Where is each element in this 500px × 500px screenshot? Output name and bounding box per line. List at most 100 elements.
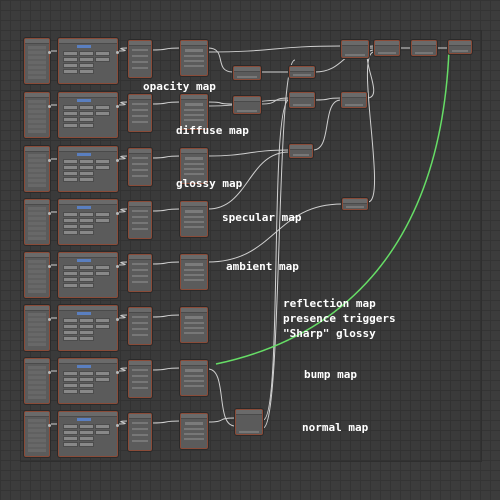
mix-node-11[interactable]: [448, 40, 472, 54]
link-mapping-shader[interactable]: [151, 261, 181, 265]
shader-type-dropdown[interactable]: [185, 422, 203, 425]
property-field[interactable]: [79, 123, 94, 128]
property-field[interactable]: [63, 123, 78, 128]
property-field[interactable]: [79, 436, 94, 441]
mix-node-5[interactable]: [289, 144, 313, 158]
node-link[interactable]: [207, 203, 343, 263]
property-field[interactable]: [63, 265, 78, 270]
shader-type-dropdown[interactable]: [185, 210, 203, 213]
mix-node-7-header[interactable]: [343, 199, 367, 204]
image-node-ambient-header[interactable]: [25, 253, 49, 258]
texture-node-specular-header[interactable]: [59, 200, 117, 205]
node-link[interactable]: [367, 51, 375, 203]
property-field[interactable]: [63, 430, 78, 435]
property-field[interactable]: [79, 383, 94, 388]
mix-node-5-header[interactable]: [290, 145, 312, 150]
property-field[interactable]: [79, 277, 94, 282]
property-field[interactable]: [95, 265, 110, 270]
property-field[interactable]: [63, 212, 78, 217]
image-node-diffuse-header[interactable]: [25, 93, 49, 98]
output-socket[interactable]: [48, 159, 51, 162]
mix-node-1-header[interactable]: [234, 67, 260, 72]
node-link[interactable]: [207, 47, 234, 73]
output-socket[interactable]: [116, 212, 119, 215]
mapping-node-bump[interactable]: [128, 360, 152, 398]
property-field[interactable]: [79, 377, 94, 382]
mix-node-10-header[interactable]: [412, 41, 436, 46]
property-field[interactable]: [63, 277, 78, 282]
image-node-normal[interactable]: [24, 411, 51, 457]
mode-selector[interactable]: [77, 99, 91, 102]
mapping-node-reflection-header[interactable]: [129, 308, 151, 313]
shader-node-diffuse[interactable]: [180, 94, 208, 130]
property-field[interactable]: [95, 318, 110, 323]
link-mapping-shader[interactable]: [151, 155, 181, 159]
mix-node-4[interactable]: [289, 92, 315, 108]
property-field[interactable]: [63, 271, 78, 276]
mix-node-3[interactable]: [289, 66, 315, 78]
mix-node-8[interactable]: [341, 40, 369, 58]
output-socket[interactable]: [116, 424, 119, 427]
mapping-node-diffuse-header[interactable]: [129, 95, 151, 100]
node-link[interactable]: [207, 45, 342, 53]
shader-type-dropdown[interactable]: [185, 157, 203, 160]
mix-node-9-header[interactable]: [375, 41, 399, 46]
mapping-node-specular-header[interactable]: [129, 202, 151, 207]
property-field[interactable]: [79, 105, 94, 110]
output-socket[interactable]: [48, 371, 51, 374]
mix-node-2[interactable]: [233, 96, 261, 114]
property-field[interactable]: [79, 442, 94, 447]
node-link[interactable]: [207, 417, 236, 423]
property-field[interactable]: [95, 51, 110, 56]
output-socket[interactable]: [48, 105, 51, 108]
image-node-glossy[interactable]: [24, 146, 51, 192]
shader-node-specular[interactable]: [180, 201, 208, 237]
property-field[interactable]: [63, 51, 78, 56]
mode-selector[interactable]: [77, 153, 91, 156]
property-field[interactable]: [63, 165, 78, 170]
link-texture-mapping[interactable]: [117, 314, 129, 319]
mix-node-7[interactable]: [342, 198, 368, 210]
mix-node-12-header[interactable]: [236, 410, 262, 415]
node-link[interactable]: [312, 99, 342, 151]
shader-node-diffuse-header[interactable]: [181, 95, 207, 100]
property-field[interactable]: [79, 69, 94, 74]
output-socket[interactable]: [116, 265, 119, 268]
shader-node-bump[interactable]: [180, 360, 208, 396]
mode-selector[interactable]: [77, 312, 91, 315]
link-texture-mapping[interactable]: [117, 261, 129, 266]
texture-node-bump-header[interactable]: [59, 359, 117, 364]
property-field[interactable]: [79, 224, 94, 229]
link-mapping-shader[interactable]: [151, 208, 181, 212]
link-texture-mapping[interactable]: [117, 101, 129, 106]
mapping-node-opacity-header[interactable]: [129, 41, 151, 46]
output-socket[interactable]: [48, 265, 51, 268]
texture-node-diffuse-header[interactable]: [59, 93, 117, 98]
property-field[interactable]: [79, 283, 94, 288]
image-node-opacity[interactable]: [24, 38, 51, 84]
property-field[interactable]: [63, 69, 78, 74]
node-link[interactable]: [314, 97, 342, 101]
image-node-glossy-header[interactable]: [25, 147, 49, 152]
output-socket[interactable]: [116, 159, 119, 162]
node-link[interactable]: [207, 101, 234, 105]
mix-node-1[interactable]: [233, 66, 261, 80]
link-texture-mapping[interactable]: [117, 420, 129, 425]
node-link[interactable]: [262, 99, 290, 421]
output-socket[interactable]: [48, 51, 51, 54]
node-link[interactable]: [207, 149, 290, 157]
output-socket[interactable]: [116, 51, 119, 54]
output-socket[interactable]: [48, 318, 51, 321]
link-mapping-shader[interactable]: [151, 47, 181, 51]
link-texture-mapping[interactable]: [117, 367, 129, 372]
property-field[interactable]: [79, 424, 94, 429]
property-field[interactable]: [79, 330, 94, 335]
mix-node-10[interactable]: [411, 40, 437, 56]
property-field[interactable]: [63, 171, 78, 176]
node-link[interactable]: [262, 59, 296, 429]
texture-node-bump[interactable]: [58, 358, 119, 404]
mix-node-12[interactable]: [235, 409, 263, 435]
link-texture-mapping[interactable]: [117, 208, 129, 213]
property-field[interactable]: [95, 105, 110, 110]
texture-node-diffuse[interactable]: [58, 92, 119, 138]
